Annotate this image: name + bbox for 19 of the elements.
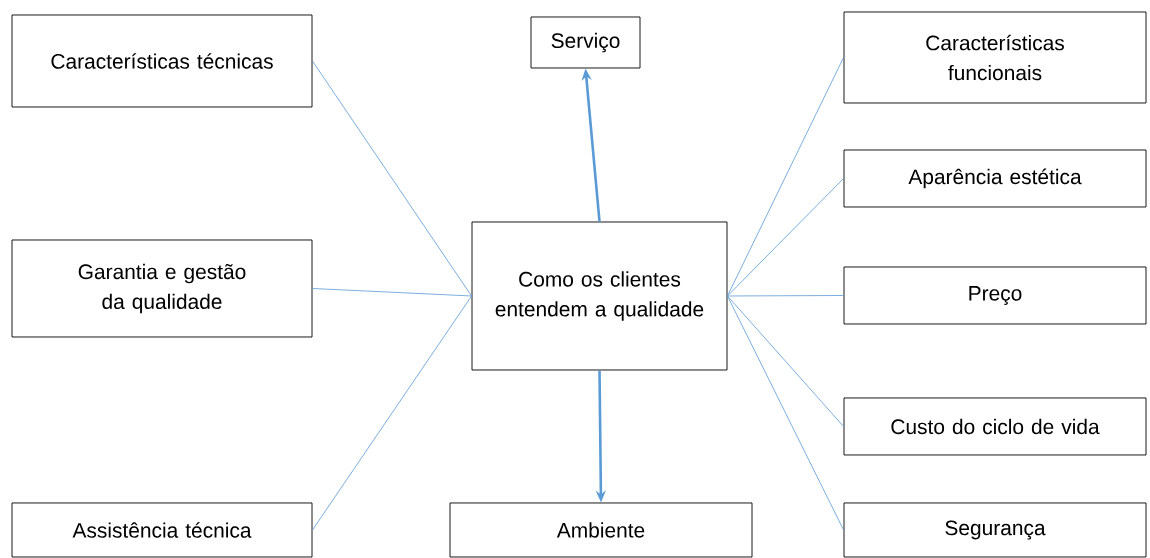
text-box: Garantia e gestão da qualidade xyxy=(11,239,313,338)
connector-line xyxy=(727,57,844,297)
text-box: Aparência estética xyxy=(843,149,1147,208)
text-box: Como os clientes entendem a qualidade xyxy=(471,221,728,371)
text-box: Segurança xyxy=(843,502,1147,558)
text-box: Serviço xyxy=(530,16,641,69)
text-box: Assistência técnica xyxy=(11,502,313,558)
text-box: Preço xyxy=(843,266,1147,325)
text-box: Ambiente xyxy=(449,502,753,558)
connector-line xyxy=(727,295,844,427)
connector-line xyxy=(727,295,844,531)
connector-line xyxy=(312,288,472,297)
connector-line xyxy=(312,295,472,531)
connector-line xyxy=(312,60,472,297)
connector-line xyxy=(727,295,844,297)
text-box: Características técnicas xyxy=(11,14,313,108)
connector-line xyxy=(727,178,844,297)
text-box: Custo do ciclo de vida xyxy=(843,397,1147,456)
text-box: Características funcionais xyxy=(843,11,1147,104)
